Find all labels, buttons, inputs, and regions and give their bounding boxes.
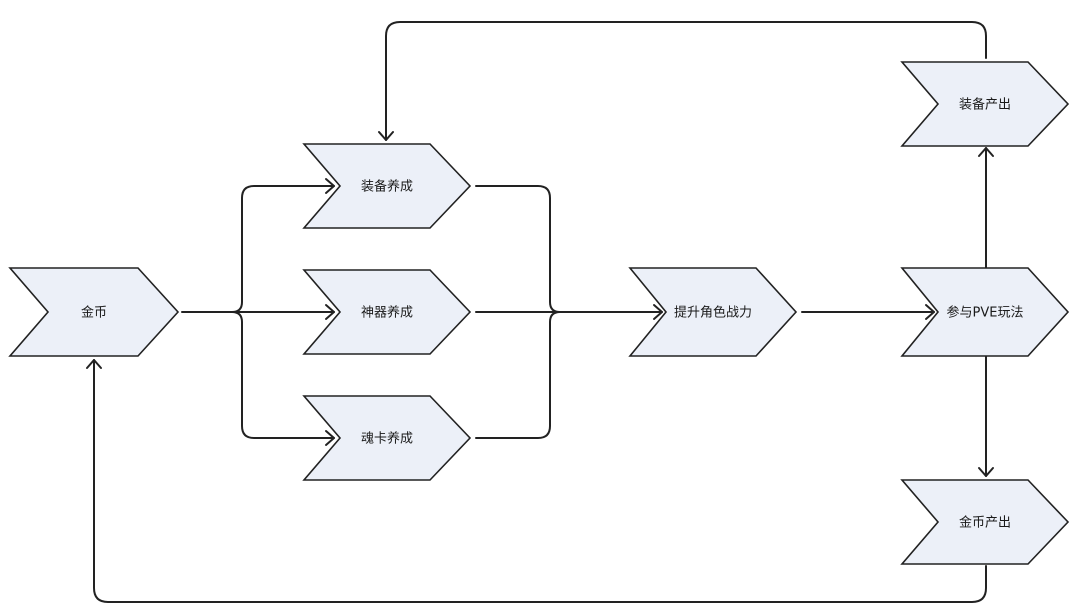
node-equip-output: 装备产出	[900, 61, 1070, 147]
node-gold-output-label: 金币产出	[959, 515, 1011, 531]
node-artifact-train: 神器养成	[302, 269, 472, 355]
connector-equip-output-loop	[385, 21, 987, 141]
connector-gold-output-loop	[93, 359, 987, 603]
arrowhead-loop-gold	[86, 359, 102, 369]
arrowhead-soulcard-train	[325, 430, 335, 446]
connector-soulcard-train-to-merge	[475, 311, 561, 439]
node-pve-label: 参与PVE玩法	[947, 305, 1024, 321]
node-artifact-train-label: 神器养成	[361, 305, 413, 321]
node-equip-output-label: 装备产出	[959, 97, 1011, 113]
node-gold-output: 金币产出	[900, 479, 1070, 565]
arrowhead-power-up	[653, 304, 663, 320]
arrowhead-loop-equip-train	[378, 131, 394, 141]
arrowhead-gold-output	[978, 467, 994, 477]
arrowhead-artifact-train	[325, 304, 335, 320]
arrowhead-pve	[925, 304, 935, 320]
arrowhead-equip-train	[325, 178, 335, 194]
node-gold-label: 金币	[81, 305, 107, 321]
node-pve: 参与PVE玩法	[900, 267, 1070, 357]
node-equip-train: 装备养成	[302, 143, 472, 229]
node-soulcard-train: 魂卡养成	[302, 395, 472, 481]
connector-equip-train-to-merge	[475, 185, 561, 313]
node-power-up: 提升角色战力	[628, 267, 798, 357]
node-equip-train-label: 装备养成	[361, 179, 413, 195]
node-power-up-label: 提升角色战力	[674, 305, 752, 321]
arrowhead-equip-output	[978, 147, 994, 157]
node-soulcard-train-label: 魂卡养成	[361, 431, 413, 447]
connector-branch-to-soulcard-train	[231, 311, 335, 439]
node-gold: 金币	[8, 267, 180, 357]
connector-branch-to-equip-train	[231, 185, 335, 313]
